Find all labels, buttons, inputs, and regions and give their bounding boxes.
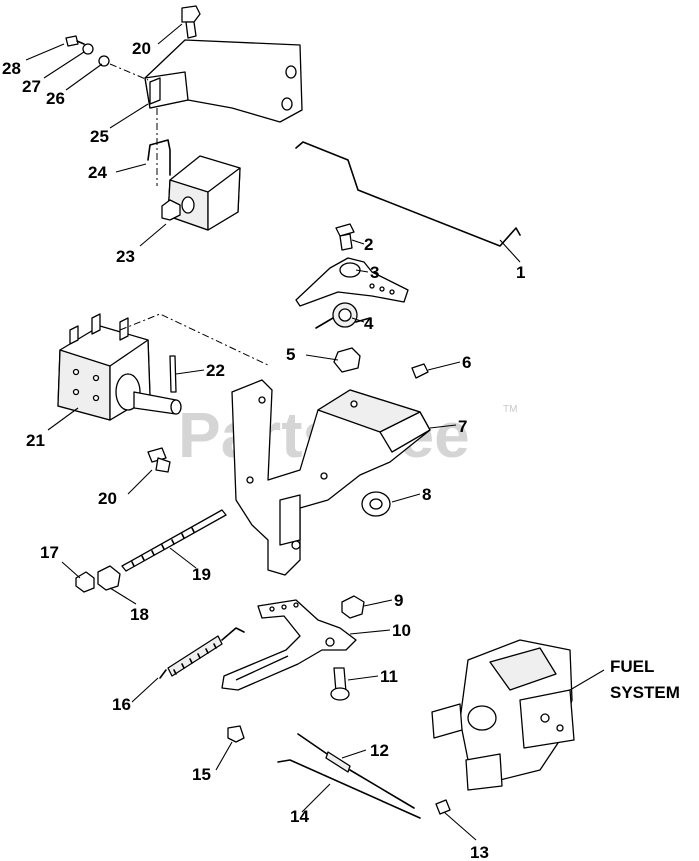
callout-26: 26: [46, 89, 65, 108]
washer-27: [82, 43, 94, 55]
bracket-25: [144, 39, 303, 123]
main-bracket-7: [231, 379, 431, 576]
screw-2: [335, 223, 355, 251]
callout-10: 10: [392, 621, 411, 640]
spring-link-12: [297, 733, 415, 809]
leader-lines: [25, 23, 605, 841]
washer-8: [361, 491, 391, 517]
callout-13: 13: [470, 843, 489, 861]
callout-21: 21: [26, 431, 45, 450]
callout-28: 28: [2, 59, 21, 78]
carburetor: [431, 639, 575, 791]
callout-11: 11: [380, 667, 398, 686]
callout-24: 24: [88, 163, 107, 182]
callout-14: 14: [290, 807, 309, 826]
fuel-system-label-line2: SYSTEM: [610, 683, 680, 702]
throttle-rod-1: [295, 141, 521, 247]
callout-5: 5: [286, 345, 295, 364]
solenoid-23: [161, 155, 241, 231]
threaded-rod-19: [121, 509, 227, 572]
screw-20-top: [181, 5, 201, 39]
screw-6: [411, 363, 429, 379]
callout-19: 19: [192, 565, 211, 584]
callout-25: 25: [90, 127, 109, 146]
callout-27: 27: [22, 77, 41, 96]
spring-16: [159, 627, 245, 679]
callout-12: 12: [370, 741, 389, 760]
watermark-trademark: TM: [503, 404, 517, 415]
lever-plate-3: [295, 257, 409, 307]
callout-16: 16: [112, 695, 131, 714]
callout-2: 2: [364, 235, 373, 254]
callout-4: 4: [364, 314, 374, 333]
callout-22: 22: [206, 361, 225, 380]
callout-3: 3: [370, 263, 379, 282]
nut-17: [75, 571, 95, 593]
screw-13: [435, 799, 451, 815]
torsion-spring-4: [315, 302, 371, 329]
callout-23: 23: [116, 247, 135, 266]
clip-24: [147, 139, 171, 176]
callout-7: 7: [458, 417, 467, 436]
assembly-line-mid: [119, 313, 271, 367]
fuel-system-label-line1: FUEL: [610, 657, 654, 676]
bolt-11: [330, 667, 350, 701]
pin-22: [169, 355, 177, 393]
governor-lever-10: [221, 599, 357, 691]
callout-6: 6: [462, 353, 471, 372]
assembly-line-top: [109, 63, 149, 81]
clip-15: [227, 725, 245, 743]
nut-5: [333, 347, 361, 373]
callout-17: 17: [40, 543, 59, 562]
callout-1: 1: [516, 263, 525, 282]
rod-14: [277, 759, 421, 819]
nut-18: [97, 565, 121, 591]
screw-28: [65, 35, 85, 47]
callout-8: 8: [422, 485, 431, 504]
callouts: 1 2 3 4 5 6 7 8 9 10 11 12 13 14 15 16 1…: [2, 39, 680, 861]
callout-15: 15: [192, 765, 211, 784]
washer-26: [98, 55, 110, 67]
callout-20-lower: 20: [98, 489, 117, 508]
callout-18: 18: [130, 605, 149, 624]
screw-20-lower: [147, 447, 171, 473]
nut-9: [341, 595, 365, 619]
solenoid-21: [57, 313, 182, 421]
callout-9: 9: [394, 591, 403, 610]
callout-20-top: 20: [132, 39, 151, 58]
